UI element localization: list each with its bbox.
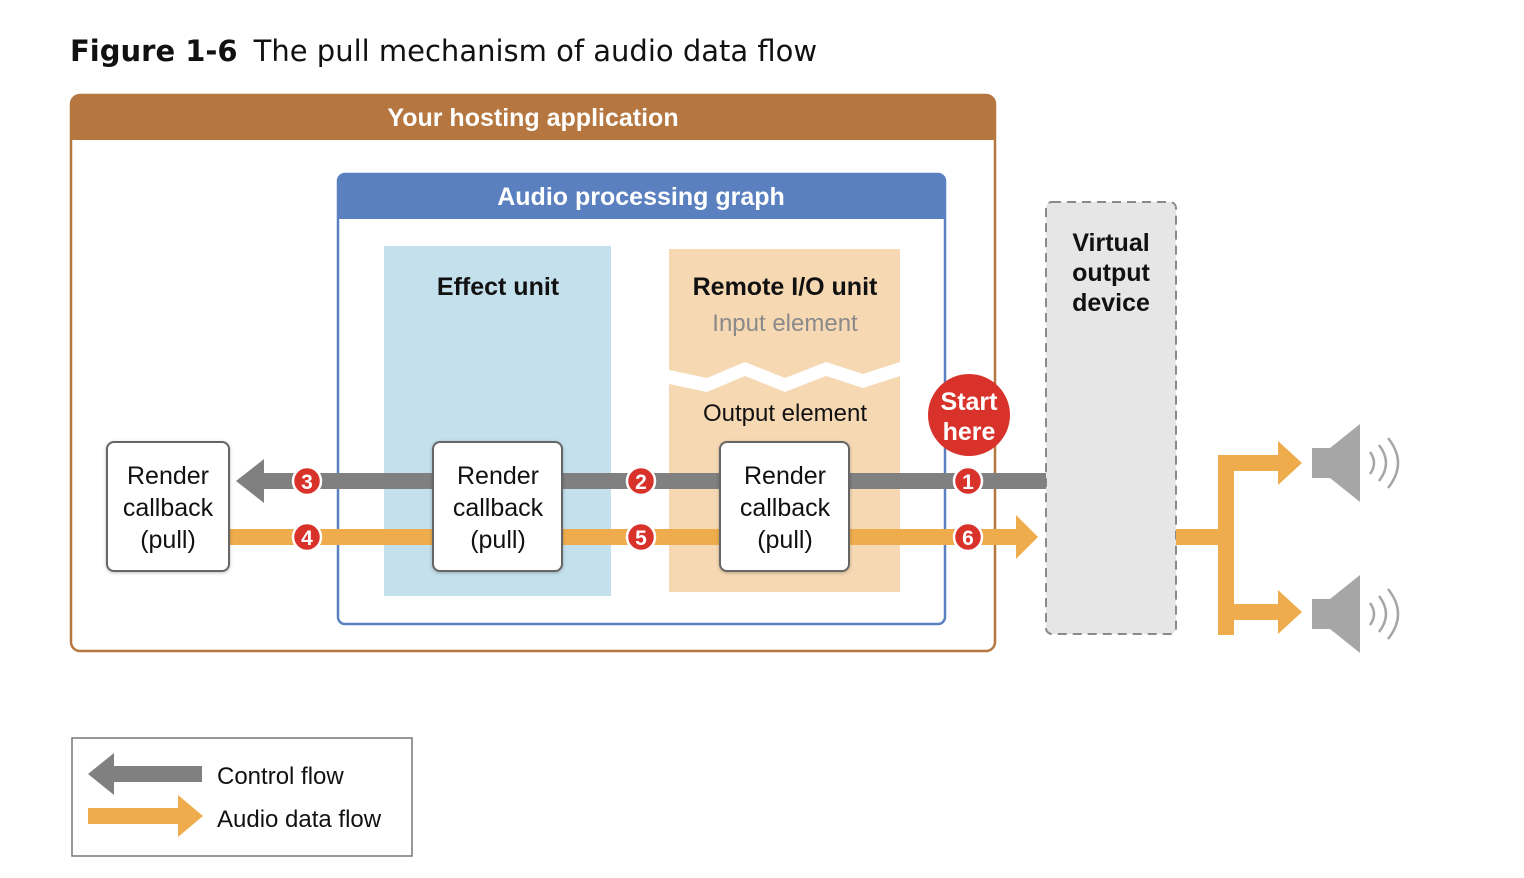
render-callback-line2: callback	[453, 494, 544, 522]
render-callback-line1: Render	[127, 462, 209, 490]
render-callback-line3: (pull)	[757, 526, 813, 554]
step-number: 2	[635, 471, 647, 494]
render-callback-line2: callback	[123, 494, 214, 522]
device-label-line1: Virtual	[1072, 229, 1149, 257]
render-callback-line1: Render	[457, 462, 539, 490]
legend: Control flow Audio data flow	[71, 737, 413, 857]
device-label-line2: output	[1072, 259, 1150, 287]
start-here-line2: here	[943, 418, 996, 446]
step-number: 4	[301, 527, 313, 550]
figure-number: Figure 1-6	[70, 34, 238, 68]
step-badge-4: 4	[291, 521, 323, 553]
step-badge-1: 1	[952, 465, 984, 497]
start-here-line1: Start	[941, 388, 999, 416]
effect-unit-label: Effect unit	[437, 273, 560, 301]
virtual-output-device: Virtual output device	[1045, 201, 1177, 635]
legend-control-flow-label: Control flow	[217, 763, 344, 790]
step-number: 5	[635, 527, 647, 550]
device-label-line3: device	[1072, 289, 1150, 317]
input-element-label: Input element	[712, 310, 858, 337]
render-callback-remote-io: Render callback (pull)	[719, 441, 850, 572]
step-number: 1	[962, 471, 974, 494]
render-callback-line1: Render	[744, 462, 826, 490]
step-badge-5: 5	[625, 521, 657, 553]
render-callback-host: Render callback (pull)	[106, 441, 230, 572]
legend-audio-flow-label: Audio data flow	[217, 806, 382, 833]
step-number: 3	[301, 471, 313, 494]
render-callback-line2: callback	[740, 494, 831, 522]
output-element-label: Output element	[703, 400, 867, 427]
step-number: 6	[962, 527, 974, 550]
figure-caption: Figure 1-6 The pull mechanism of audio da…	[70, 34, 817, 68]
start-here-badge: Start here	[928, 374, 1010, 456]
step-badge-2: 2	[625, 465, 657, 497]
render-callback-line3: (pull)	[140, 526, 196, 554]
speaker-bottom-icon	[1312, 575, 1400, 653]
legend-control-flow-arrow	[88, 753, 202, 795]
step-badge-6: 6	[952, 521, 984, 553]
host-app-title: Your hosting application	[387, 104, 678, 132]
remote-io-label: Remote I/O unit	[693, 273, 878, 301]
legend-audio-flow-arrow	[88, 795, 203, 837]
graph-title: Audio processing graph	[497, 183, 785, 211]
figure-title: The pull mechanism of audio data flow	[253, 34, 818, 68]
render-callback-effect: Render callback (pull)	[432, 441, 563, 572]
step-badge-3: 3	[291, 465, 323, 497]
speaker-top-icon	[1312, 424, 1400, 502]
render-callback-line3: (pull)	[470, 526, 526, 554]
